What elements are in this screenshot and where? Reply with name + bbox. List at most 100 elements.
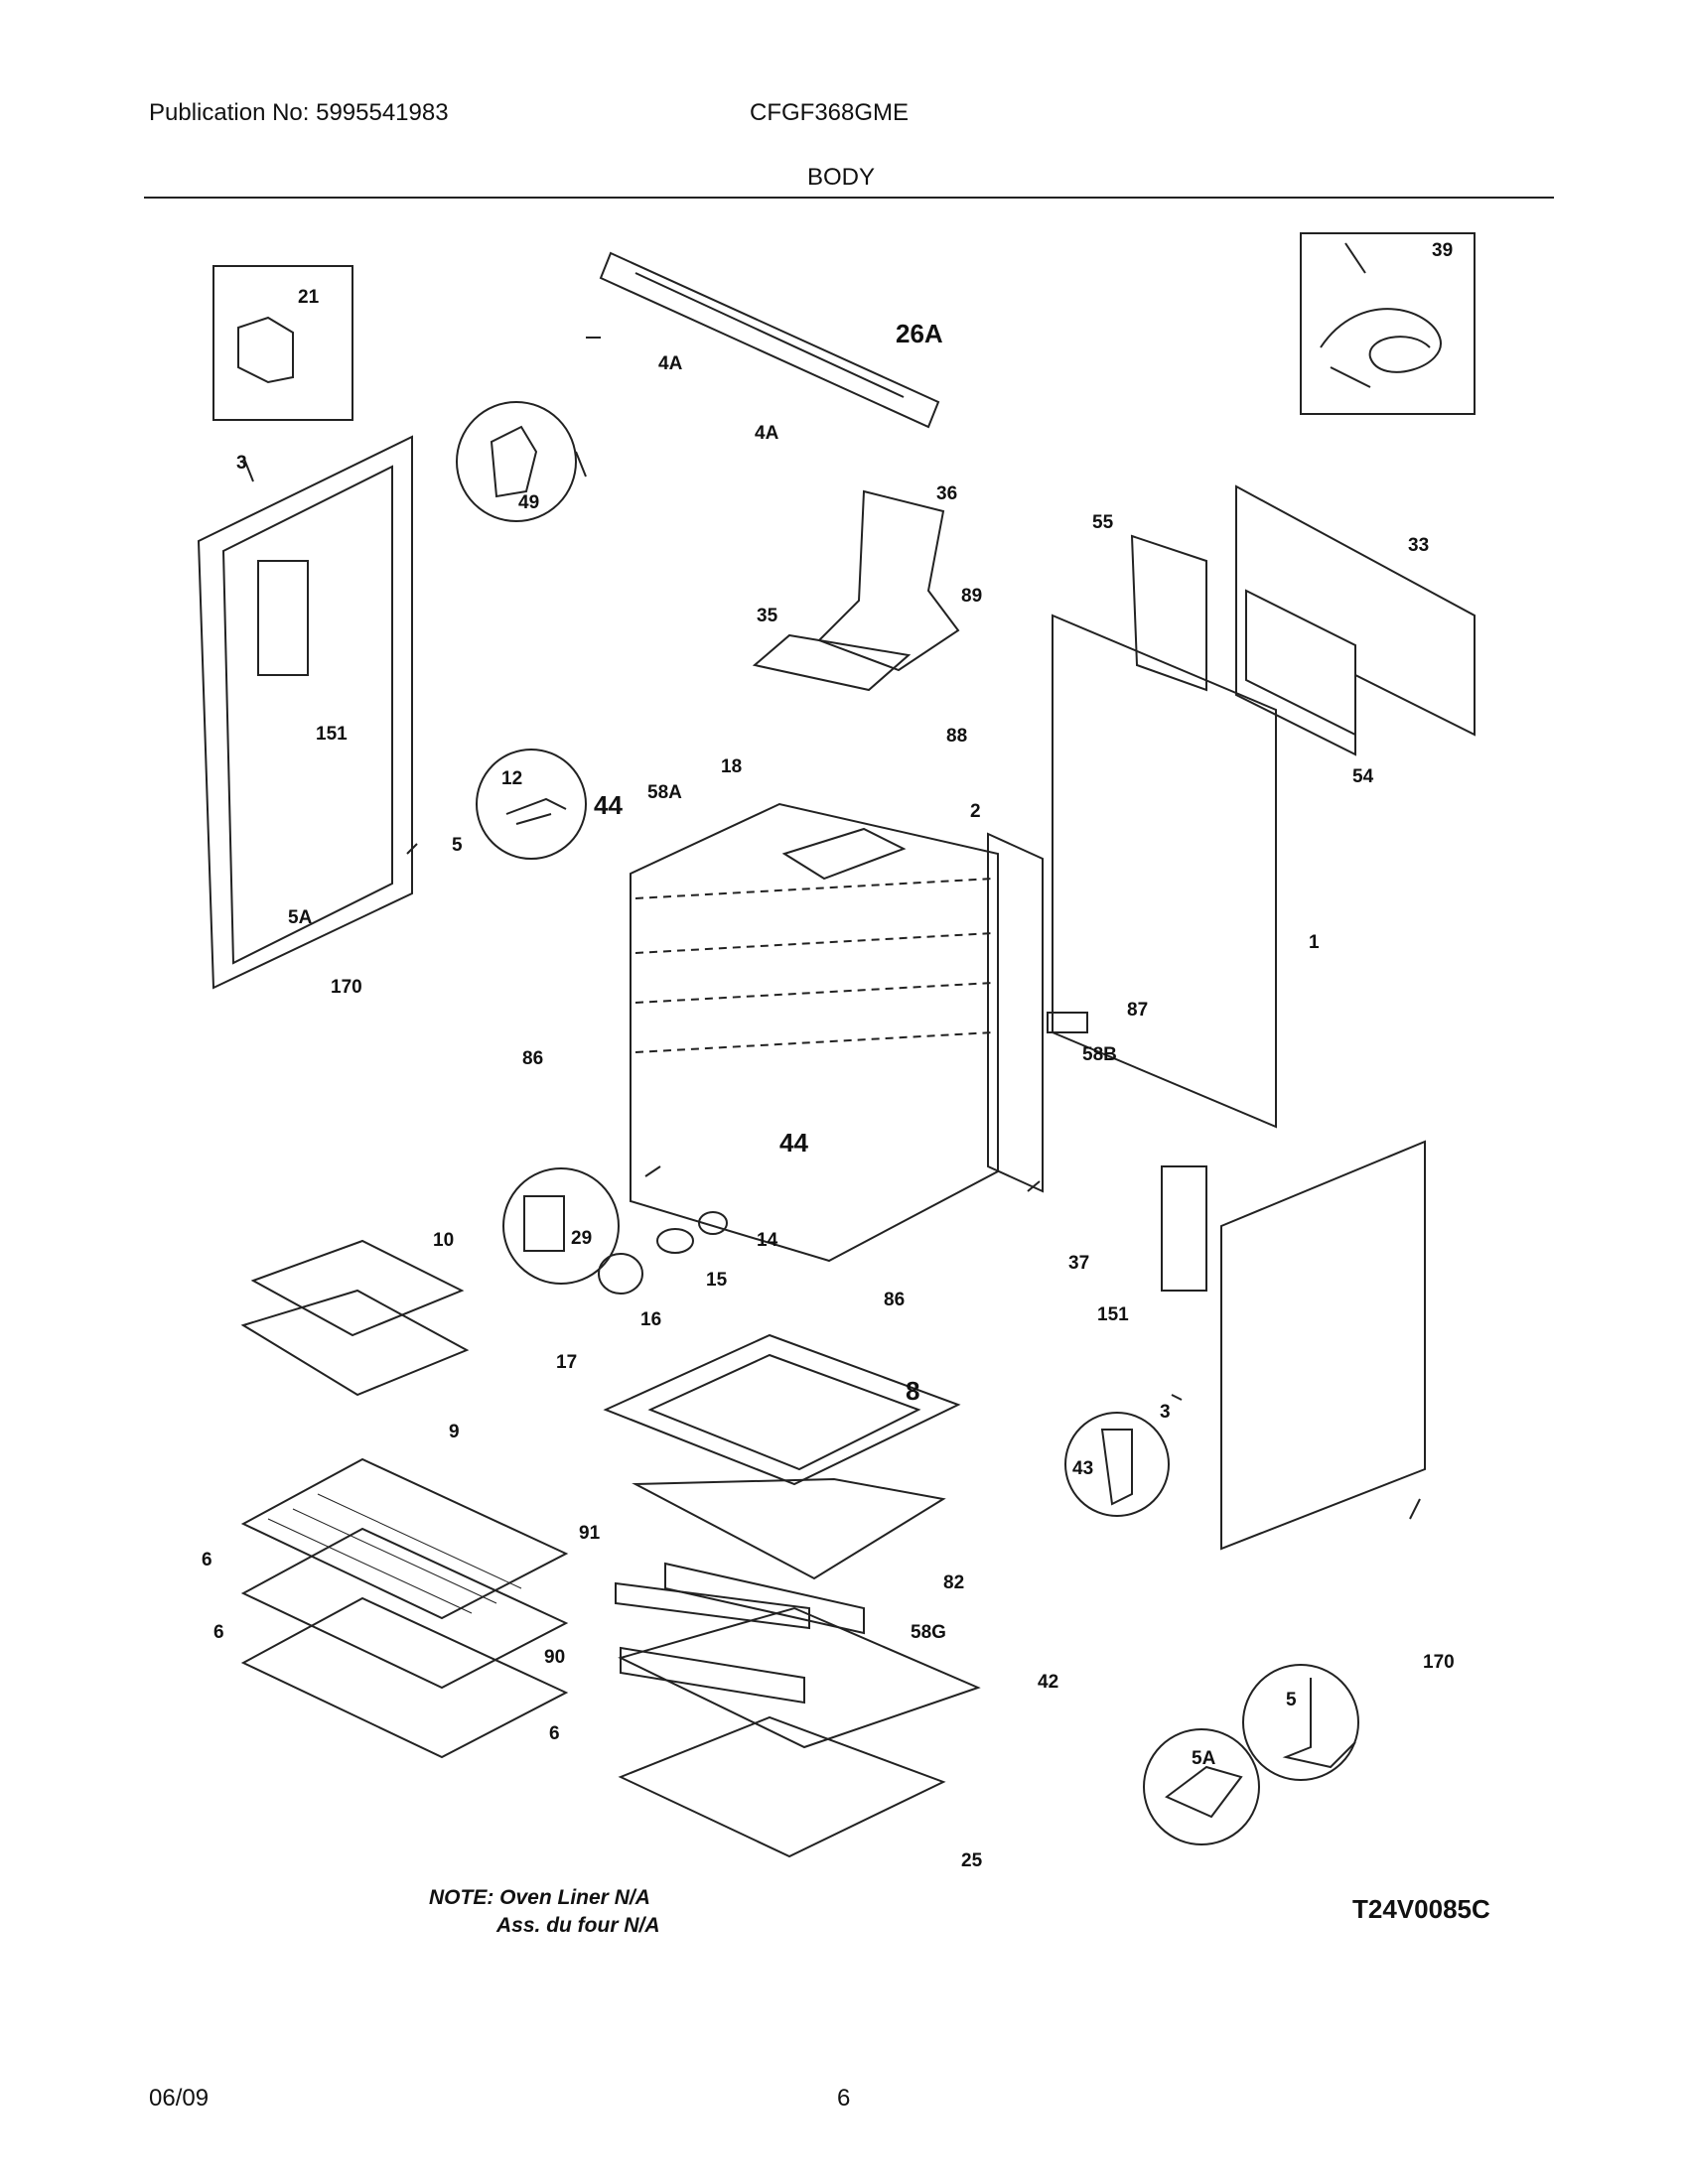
part-87-terminal xyxy=(1047,1012,1088,1033)
part-21-bracket xyxy=(237,316,294,384)
part-90-rail xyxy=(620,1646,805,1705)
leader-lines xyxy=(242,337,1421,1520)
footer-date: 06/09 xyxy=(149,2085,210,2112)
part-3-right-side-panel xyxy=(1220,1140,1426,1551)
callout-86-left: 86 xyxy=(522,1048,543,1069)
callout-90: 90 xyxy=(544,1647,565,1668)
callout-151-right: 151 xyxy=(1097,1304,1129,1325)
detail-circle-29 xyxy=(502,1167,620,1285)
rack-wires xyxy=(267,1493,522,1614)
callout-82: 82 xyxy=(943,1572,964,1593)
callout-91: 91 xyxy=(579,1523,601,1544)
callout-26A: 26A xyxy=(896,319,943,348)
detail-circle-5A xyxy=(1143,1728,1260,1845)
callout-6-a: 6 xyxy=(202,1550,212,1570)
part-29-switch xyxy=(523,1195,565,1252)
note-line-2: Ass. du four N/A xyxy=(496,1914,660,1937)
part-15-bulb xyxy=(656,1228,694,1254)
callout-86-right: 86 xyxy=(884,1290,905,1310)
callout-4A-mid: 4A xyxy=(755,423,779,444)
callout-3-right: 3 xyxy=(1160,1402,1171,1423)
part-10-broil-pan-insert xyxy=(250,1239,465,1337)
callout-58B: 58B xyxy=(1082,1044,1117,1065)
callout-4A-top: 4A xyxy=(658,353,683,374)
part-82-baffle xyxy=(632,1477,946,1580)
part-39-power-cord xyxy=(1320,242,1442,388)
part-9-broil-pan xyxy=(240,1289,470,1397)
callout-42: 42 xyxy=(1038,1672,1058,1693)
callout-21: 21 xyxy=(298,287,320,308)
inset-box-21 xyxy=(212,265,353,421)
callout-15: 15 xyxy=(706,1270,728,1291)
callout-5A-right: 5A xyxy=(1192,1748,1216,1769)
callout-6-c: 6 xyxy=(549,1723,560,1744)
part-5A-bracket xyxy=(1165,1765,1243,1819)
detail-circle-12 xyxy=(476,749,587,860)
part-151-insulation-right xyxy=(1161,1165,1207,1292)
callout-6-b: 6 xyxy=(213,1622,224,1643)
part-49-clip xyxy=(490,425,538,498)
part-6-rack-bottom xyxy=(240,1596,569,1759)
part-42-drawer-body xyxy=(618,1606,981,1749)
part-14-socket xyxy=(698,1211,728,1235)
callout-3-left: 3 xyxy=(236,453,247,474)
part-91-rail xyxy=(615,1581,810,1630)
header-divider xyxy=(144,197,1554,199)
callout-8: 8 xyxy=(906,1376,919,1406)
callout-1: 1 xyxy=(1309,932,1320,953)
part-16-lens xyxy=(598,1253,643,1295)
callout-58G: 58G xyxy=(911,1622,946,1643)
callout-29: 29 xyxy=(571,1228,592,1249)
callout-18: 18 xyxy=(721,756,742,777)
model-number: CFGF368GME xyxy=(750,99,910,126)
callout-10: 10 xyxy=(433,1230,454,1251)
part-25-floor-panel xyxy=(618,1715,946,1858)
callout-36: 36 xyxy=(936,483,957,504)
callout-5-left: 5 xyxy=(452,835,463,856)
part-8-oven-bottom xyxy=(603,1333,961,1486)
callout-54: 54 xyxy=(1352,766,1374,787)
detail-circle-5 xyxy=(1242,1664,1359,1781)
note-line-1: NOTE: Oven Liner N/A xyxy=(429,1886,650,1909)
part-55-cover xyxy=(1130,534,1207,692)
diagram-code: T24V0085C xyxy=(1352,1894,1490,1924)
callout-55: 55 xyxy=(1092,512,1114,533)
part-26A-top-bracket xyxy=(599,251,940,429)
callout-87: 87 xyxy=(1127,1000,1148,1021)
callout-2: 2 xyxy=(970,801,981,822)
page-number: 6 xyxy=(837,2085,851,2112)
callout-151-left: 151 xyxy=(316,724,348,745)
callout-88: 88 xyxy=(946,726,967,747)
part-58B-insulation-wrap xyxy=(987,832,1044,1193)
detail-circle-49 xyxy=(456,401,577,522)
callout-37: 37 xyxy=(1068,1253,1089,1274)
part-1-rear-frame xyxy=(1052,614,1277,1129)
part-3-left-side-panel xyxy=(197,435,413,990)
part-6-rack-middle xyxy=(240,1527,569,1690)
part-54-bracket xyxy=(1245,589,1356,737)
callout-170-left: 170 xyxy=(331,977,362,998)
callout-12: 12 xyxy=(501,768,522,789)
part-6-rack-top xyxy=(240,1457,569,1620)
part-36-heat-shield xyxy=(817,489,960,672)
oven-body-hidden-lines xyxy=(634,878,994,1053)
callout-5-right: 5 xyxy=(1286,1690,1297,1710)
callout-14: 14 xyxy=(757,1230,778,1251)
callout-49: 49 xyxy=(518,492,539,513)
callout-58A: 58A xyxy=(647,782,682,803)
callout-39: 39 xyxy=(1432,240,1453,261)
detail-circle-43 xyxy=(1064,1412,1170,1517)
part-35-plate xyxy=(752,633,912,692)
callout-5A-left: 5A xyxy=(288,907,313,928)
callout-16: 16 xyxy=(640,1309,661,1330)
part-43-screw xyxy=(1100,1429,1133,1506)
part-2-plate xyxy=(781,827,907,881)
part-58G-channel xyxy=(664,1562,865,1635)
callout-44-mid: 44 xyxy=(779,1128,808,1158)
callout-89: 89 xyxy=(961,586,982,607)
callout-17: 17 xyxy=(556,1352,577,1373)
part-5-leg xyxy=(1282,1678,1356,1769)
callout-170-right: 170 xyxy=(1423,1652,1455,1673)
section-title: BODY xyxy=(807,164,876,191)
